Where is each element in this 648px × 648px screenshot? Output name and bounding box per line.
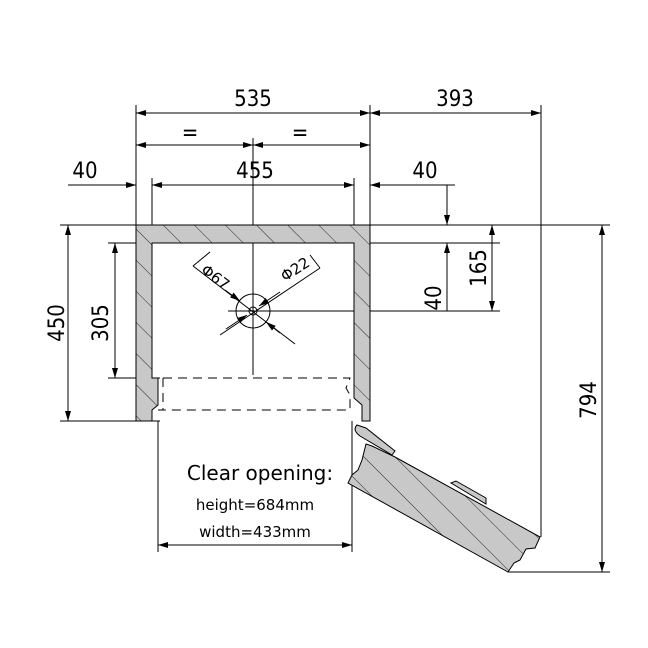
sliding-panel bbox=[158, 377, 351, 411]
dim-794: 794 bbox=[577, 381, 602, 419]
clear-opening-title: Clear opening: bbox=[187, 461, 333, 485]
side-dimensions: 450 305 40 165 794 bbox=[45, 185, 605, 572]
drain-diameter-label: Φ67 bbox=[198, 261, 234, 294]
dim-305: 305 bbox=[89, 304, 114, 342]
dim-wall-right: 40 bbox=[412, 159, 437, 184]
clear-opening: Clear opening: height=684mm width=433mm bbox=[158, 461, 352, 548]
dim-equal-left: = bbox=[182, 121, 199, 146]
dim-equal-right: = bbox=[292, 121, 309, 146]
dim-393: 393 bbox=[436, 87, 474, 112]
dim-wall-top: 40 bbox=[422, 285, 447, 310]
pipe-diameter-label: Φ22 bbox=[277, 253, 313, 285]
enclosure-walls bbox=[135, 224, 371, 422]
dim-165: 165 bbox=[467, 249, 492, 287]
dim-455: 455 bbox=[236, 159, 274, 184]
dim-450: 450 bbox=[45, 304, 70, 342]
top-dimensions: 535 393 = = 40 455 40 bbox=[68, 87, 541, 188]
drain: Φ67 Φ22 bbox=[192, 251, 321, 345]
dim-535: 535 bbox=[234, 87, 272, 112]
clear-opening-width: width=433mm bbox=[199, 523, 311, 541]
hinged-door bbox=[347, 424, 541, 573]
clear-opening-height: height=684mm bbox=[196, 496, 314, 514]
dim-wall-left: 40 bbox=[72, 159, 97, 184]
